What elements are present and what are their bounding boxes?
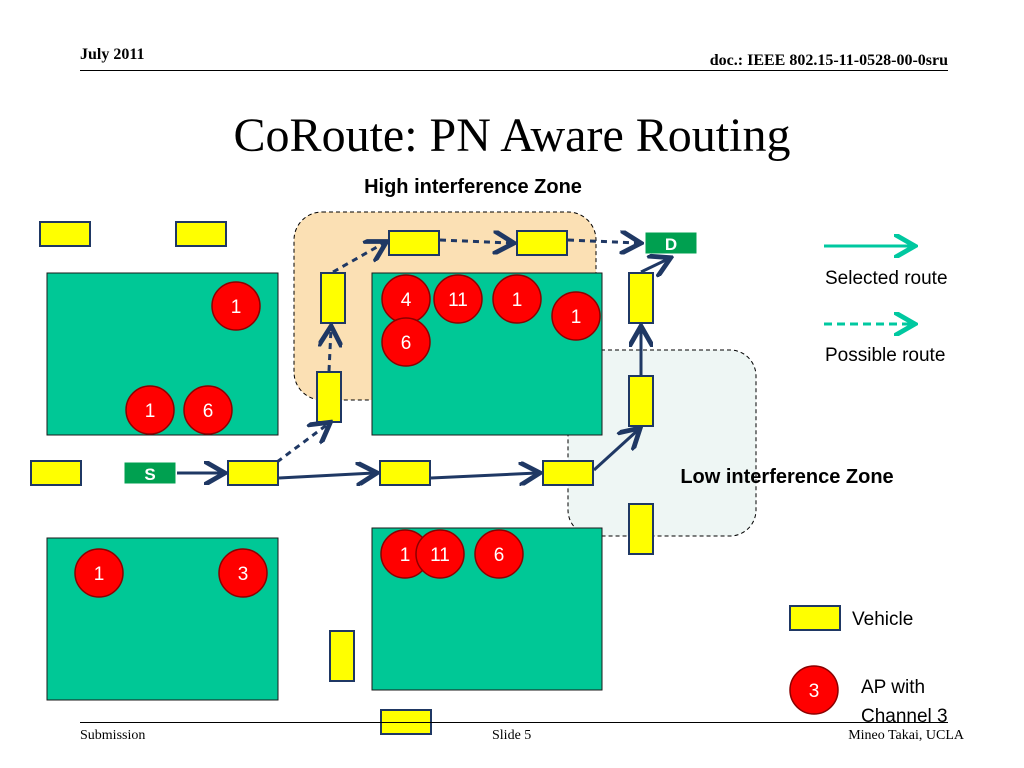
ap-marker: 4 <box>381 274 431 324</box>
vehicle <box>175 221 227 247</box>
ap-channel: 11 <box>430 545 450 566</box>
legend-ap-channel: 3 <box>809 681 820 702</box>
destination-label: D <box>665 235 677 254</box>
vehicle <box>320 272 346 324</box>
vehicle <box>628 272 654 324</box>
ap-marker: 11 <box>415 529 465 579</box>
ap-channel: 1 <box>400 545 411 566</box>
vehicles <box>30 221 654 735</box>
ap-channel: 1 <box>145 401 156 422</box>
route-segment <box>439 240 511 243</box>
legend: Selected route Possible route Vehicle 3 … <box>789 246 948 727</box>
vehicle <box>379 460 431 486</box>
access-points: 1 1 6 4 11 1 1 6 1 3 1 11 6 <box>74 274 601 598</box>
ap-channel: 1 <box>571 307 582 328</box>
footer-rule <box>80 722 948 723</box>
ap-channel: 1 <box>231 297 242 318</box>
route-segment <box>567 240 638 243</box>
ap-channel: 1 <box>512 290 523 311</box>
legend-possible-label: Possible route <box>825 345 945 366</box>
header-rule <box>80 70 948 71</box>
ap-marker: 6 <box>381 317 431 367</box>
vehicle <box>30 460 82 486</box>
ap-marker: 11 <box>433 274 483 324</box>
legend-ap-label-line1: AP with <box>861 677 925 698</box>
route-segment <box>640 259 668 272</box>
selected-route <box>177 259 668 478</box>
high-zone-label: High interference Zone <box>364 176 582 198</box>
legend-vehicle-swatch <box>789 605 841 631</box>
vehicle <box>227 460 279 486</box>
vehicle <box>628 503 654 555</box>
low-zone-label: Low interference Zone <box>680 466 893 488</box>
source-label: S <box>144 465 155 484</box>
route-segment <box>276 424 328 464</box>
slide-title: CoRoute: PN Aware Routing <box>233 109 791 162</box>
route-segment <box>332 243 384 274</box>
vehicle <box>388 230 440 256</box>
ap-channel: 6 <box>494 545 505 566</box>
route-segment <box>430 473 537 478</box>
vehicle <box>39 221 91 247</box>
vehicle <box>516 230 568 256</box>
legend-selected-label: Selected route <box>825 268 948 289</box>
ap-marker: 6 <box>183 385 233 435</box>
vehicle <box>628 375 654 427</box>
ap-marker: 1 <box>492 274 542 324</box>
ap-channel: 6 <box>203 401 214 422</box>
possible-route <box>276 240 638 464</box>
footer-author: Mineo Takai, UCLA <box>848 728 964 743</box>
header-date: July 2011 <box>80 46 145 63</box>
route-segment <box>278 473 374 478</box>
ap-channel: 4 <box>401 290 412 311</box>
ap-channel: 3 <box>238 564 249 585</box>
route-segment <box>329 329 331 372</box>
ap-channel: 1 <box>94 564 105 585</box>
header-doc: doc.: IEEE 802.15-11-0528-00-0sru <box>709 52 948 69</box>
legend-vehicle-label: Vehicle <box>852 609 913 630</box>
ap-marker: 6 <box>474 529 524 579</box>
ap-marker: 1 <box>74 548 124 598</box>
footer-slide-number: Slide 5 <box>492 728 532 743</box>
ap-marker: 1 <box>125 385 175 435</box>
source-node <box>123 461 177 485</box>
ap-marker: 1 <box>211 281 261 331</box>
low-interference-zone <box>567 349 757 537</box>
vehicle <box>542 460 594 486</box>
legend-ap-marker <box>789 665 839 715</box>
vehicle <box>316 371 342 423</box>
route-segment <box>592 430 638 472</box>
vehicle <box>329 630 355 682</box>
legend-ap-label-line2: Channel 3 <box>861 706 948 727</box>
ap-channel: 6 <box>401 333 412 354</box>
ap-channel: 11 <box>448 290 468 311</box>
ap-marker: 3 <box>218 548 268 598</box>
ap-marker: 1 <box>551 291 601 341</box>
footer-submission: Submission <box>80 728 146 743</box>
